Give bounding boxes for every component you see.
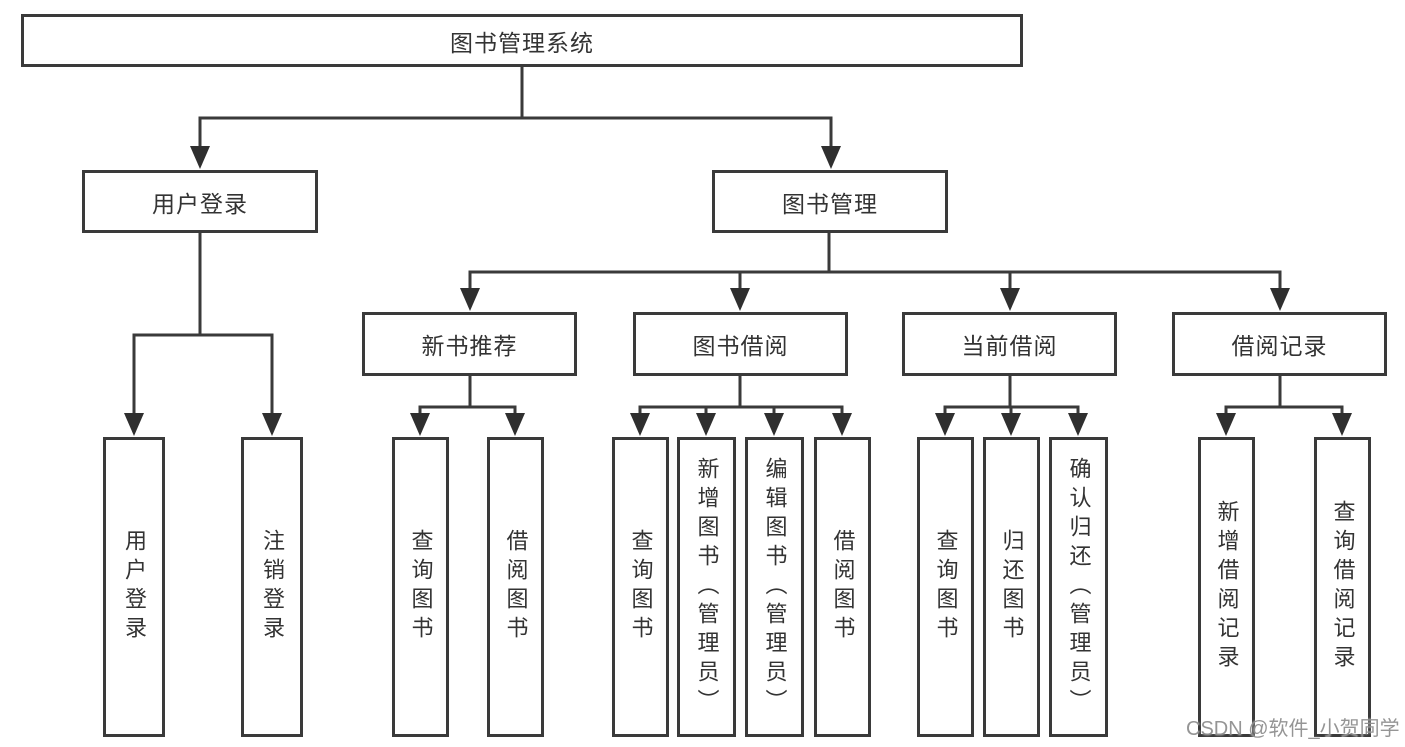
leaf-user-login: 用户登录 <box>103 437 165 737</box>
leaf-query-borrow-record: 查询借阅记录 <box>1314 437 1371 737</box>
leaf-borrow-book-label: 借阅图书 <box>830 529 856 645</box>
node-current-borrow: 当前借阅 <box>902 312 1117 376</box>
arrow-down-icon <box>696 413 716 436</box>
csdn-watermark: CSDN @软件_小贺同学 <box>1186 718 1400 740</box>
leaf-borrow-book-recommend: 借阅图书 <box>487 437 544 737</box>
leaf-query-book-borrow-label: 查询图书 <box>628 529 654 645</box>
node-book-borrow: 图书借阅 <box>633 312 848 376</box>
arrow-down-icon <box>1332 413 1352 436</box>
leaf-add-borrow-record: 新增借阅记录 <box>1198 437 1255 737</box>
leaf-query-book-current: 查询图书 <box>917 437 974 737</box>
node-current-borrow-label: 当前借阅 <box>961 333 1058 359</box>
leaf-query-book-recommend: 查询图书 <box>392 437 449 737</box>
arrow-down-icon <box>1270 288 1290 311</box>
leaf-add-borrow-record-label: 新增借阅记录 <box>1214 500 1240 674</box>
arrow-down-icon <box>730 288 750 311</box>
arrow-down-icon <box>124 413 144 436</box>
node-new-book-recommend: 新书推荐 <box>362 312 577 376</box>
node-book-management: 图书管理 <box>712 170 948 233</box>
leaf-confirm-return-admin-label: 确认归还（管理员） <box>1066 456 1092 718</box>
arrowhead-icons <box>124 146 1352 436</box>
leaf-confirm-return-admin: 确认归还（管理员） <box>1049 437 1108 737</box>
leaf-edit-book-admin-label: 编辑图书（管理员） <box>762 456 788 718</box>
node-root-label: 图书管理系统 <box>450 29 594 56</box>
leaf-query-book-borrow: 查询图书 <box>612 437 669 737</box>
node-borrow-records-label: 借阅记录 <box>1231 333 1328 359</box>
arrow-down-icon <box>505 413 525 436</box>
node-new-book-recommend-label: 新书推荐 <box>421 333 518 359</box>
leaf-borrow-book-recommend-label: 借阅图书 <box>503 529 529 645</box>
arrow-down-icon <box>460 288 480 311</box>
leaf-borrow-book: 借阅图书 <box>814 437 871 737</box>
arrow-down-icon <box>1068 413 1088 436</box>
leaf-query-book-recommend-label: 查询图书 <box>408 529 434 645</box>
node-borrow-records: 借阅记录 <box>1172 312 1387 376</box>
arrow-down-icon <box>630 413 650 436</box>
arrow-down-icon <box>190 146 210 169</box>
arrow-down-icon <box>410 413 430 436</box>
node-user-login-label: 用户登录 <box>152 190 248 217</box>
leaf-add-book-admin-label: 新增图书（管理员） <box>694 456 720 718</box>
leaf-user-login-label: 用户登录 <box>122 529 147 645</box>
node-root: 图书管理系统 <box>21 14 1023 67</box>
leaf-return-book: 归还图书 <box>983 437 1040 737</box>
leaf-query-borrow-record-label: 查询借阅记录 <box>1330 500 1356 674</box>
arrow-down-icon <box>764 413 784 436</box>
leaf-edit-book-admin: 编辑图书（管理员） <box>745 437 804 737</box>
leaf-add-book-admin: 新增图书（管理员） <box>677 437 736 737</box>
leaf-logout-label: 注销登录 <box>260 529 285 645</box>
arrow-down-icon <box>1000 288 1020 311</box>
arrow-down-icon <box>1001 413 1021 436</box>
node-book-borrow-label: 图书借阅 <box>692 333 789 359</box>
leaf-query-book-current-label: 查询图书 <box>933 529 959 645</box>
leaf-logout: 注销登录 <box>241 437 303 737</box>
node-user-login: 用户登录 <box>82 170 318 233</box>
arrow-down-icon <box>832 413 852 436</box>
arrow-down-icon <box>1216 413 1236 436</box>
arrow-down-icon <box>935 413 955 436</box>
node-book-management-label: 图书管理 <box>782 190 878 217</box>
arrow-down-icon <box>821 146 841 169</box>
arrow-down-icon <box>262 413 282 436</box>
leaf-return-book-label: 归还图书 <box>999 529 1025 645</box>
